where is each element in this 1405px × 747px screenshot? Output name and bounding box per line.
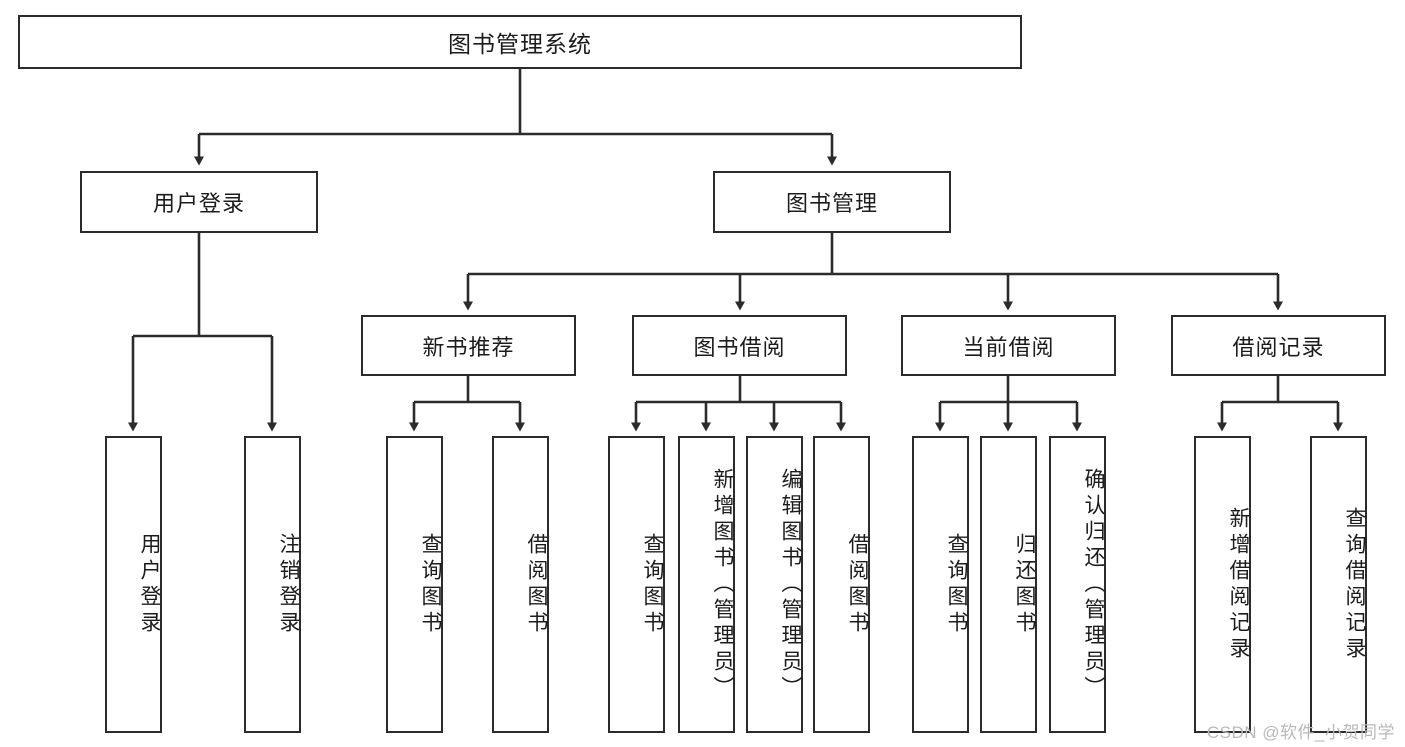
node-label: 借阅记录 [1232, 334, 1325, 360]
leaf-edit-book-admin[interactable]: 编辑图书（管理员） [746, 436, 803, 733]
node-label: 查询图书 [419, 532, 442, 637]
leaf-return-book[interactable]: 归还图书 [980, 436, 1037, 733]
node-label: 查询图书 [945, 532, 968, 637]
node-new-book-recommend[interactable]: 新书推荐 [361, 315, 576, 376]
leaf-borrow-book[interactable]: 借阅图书 [813, 436, 870, 733]
leaf-confirm-return-admin[interactable]: 确认归还（管理员） [1049, 436, 1106, 733]
node-label: 用户登录 [152, 191, 245, 216]
node-label: 借阅图书 [525, 532, 548, 637]
leaf-user-login[interactable]: 用户登录 [105, 436, 162, 733]
node-label: 编辑图书（管理员） [779, 467, 802, 702]
leaf-borrow-query-book[interactable]: 查询图书 [608, 436, 665, 733]
node-label: 新增借阅记录 [1227, 506, 1250, 663]
leaf-query-borrow-record[interactable]: 查询借阅记录 [1310, 436, 1367, 733]
node-book-borrow[interactable]: 图书借阅 [632, 315, 847, 376]
node-label: 注销登录 [277, 532, 300, 637]
node-borrow-record[interactable]: 借阅记录 [1171, 315, 1386, 376]
leaf-add-book-admin[interactable]: 新增图书（管理员） [678, 436, 735, 733]
node-label: 当前借阅 [962, 334, 1055, 360]
node-label: 用户登录 [138, 532, 161, 637]
node-label: 查询图书 [641, 532, 664, 637]
node-user-login[interactable]: 用户登录 [80, 171, 318, 233]
leaf-new-book-query[interactable]: 查询图书 [386, 436, 443, 733]
node-label: 图书管理 [785, 191, 878, 216]
leaf-new-book-borrow[interactable]: 借阅图书 [492, 436, 549, 733]
node-label: 查询借阅记录 [1343, 506, 1366, 663]
node-label: 归还图书 [1013, 532, 1036, 637]
node-label: 图书借阅 [693, 334, 786, 360]
leaf-logout[interactable]: 注销登录 [244, 436, 301, 733]
node-label: 确认归还（管理员） [1082, 467, 1105, 702]
node-label: 新增图书（管理员） [711, 467, 734, 702]
node-label: 借阅图书 [846, 532, 869, 637]
leaf-add-borrow-record[interactable]: 新增借阅记录 [1194, 436, 1251, 733]
node-label: 新书推荐 [422, 334, 515, 360]
node-current-borrow[interactable]: 当前借阅 [901, 315, 1116, 376]
node-root-library-management-system[interactable]: 图书管理系统 [18, 15, 1022, 69]
node-label: 图书管理系统 [448, 31, 592, 57]
leaf-current-query-book[interactable]: 查询图书 [912, 436, 969, 733]
node-book-management[interactable]: 图书管理 [713, 171, 951, 233]
